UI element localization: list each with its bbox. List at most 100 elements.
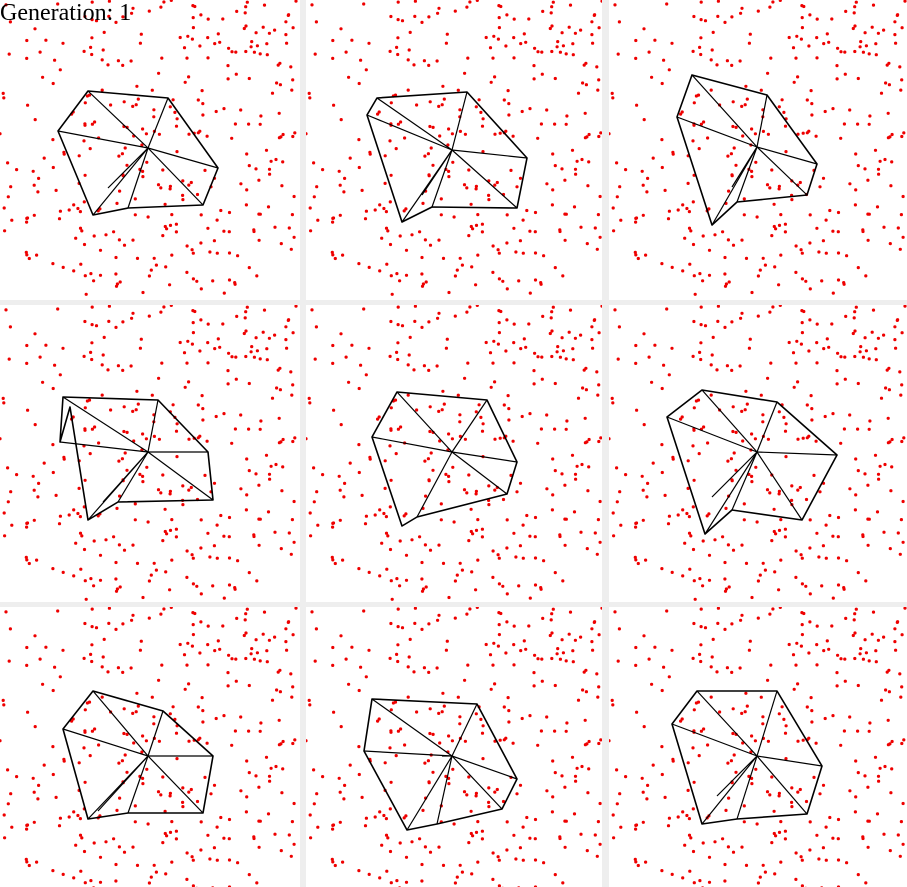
food-dot xyxy=(874,53,878,57)
food-dot xyxy=(681,810,685,814)
food-dot xyxy=(400,324,405,328)
food-dot xyxy=(807,349,811,353)
food-dot xyxy=(611,813,615,817)
food-dot xyxy=(899,213,903,217)
food-dot xyxy=(117,761,121,765)
food-dot xyxy=(740,711,744,715)
food-dot xyxy=(888,849,892,853)
food-dot xyxy=(396,323,400,327)
food-dot xyxy=(384,817,388,821)
food-dot xyxy=(441,561,446,565)
food-dot xyxy=(138,346,142,350)
food-dot xyxy=(821,783,826,787)
food-dot xyxy=(756,274,760,278)
world-panel-7 xyxy=(0,607,300,887)
food-dot xyxy=(404,553,409,557)
food-dot xyxy=(495,180,499,185)
food-dot xyxy=(250,40,254,44)
food-dot xyxy=(563,178,567,182)
food-dot xyxy=(545,108,549,112)
food-dot xyxy=(487,198,491,202)
food-dot xyxy=(360,188,364,192)
food-dot xyxy=(584,668,588,672)
food-dot xyxy=(617,20,621,24)
food-dot xyxy=(367,648,371,652)
food-dot xyxy=(164,872,168,876)
food-dot xyxy=(291,78,295,82)
food-dot xyxy=(181,193,185,197)
food-dot xyxy=(481,150,485,154)
food-dot xyxy=(800,611,804,615)
food-dot xyxy=(199,241,203,245)
food-dot xyxy=(595,247,599,251)
food-dot xyxy=(667,675,671,679)
food-dot xyxy=(533,653,537,657)
food-dot xyxy=(2,813,6,817)
food-dot xyxy=(488,351,493,355)
food-dot xyxy=(759,88,763,92)
food-dot xyxy=(133,197,137,201)
food-dot xyxy=(357,138,361,142)
food-dot xyxy=(174,837,178,841)
food-dot xyxy=(24,555,28,559)
food-dot xyxy=(440,710,444,714)
food-dot xyxy=(791,351,796,355)
food-dot xyxy=(839,743,843,747)
food-dot xyxy=(51,470,55,475)
food-dot xyxy=(502,98,506,102)
food-dot xyxy=(83,780,87,784)
food-dot xyxy=(618,490,622,494)
food-dot xyxy=(777,187,781,191)
food-dot xyxy=(497,884,501,887)
food-dot xyxy=(713,538,717,542)
food-dot xyxy=(887,668,891,672)
food-dot xyxy=(877,172,881,176)
food-dot xyxy=(413,0,417,3)
food-dot xyxy=(783,731,788,735)
food-dot xyxy=(294,607,298,610)
food-dot xyxy=(36,190,40,194)
food-dot xyxy=(699,357,703,362)
food-dot xyxy=(784,724,788,728)
food-dot xyxy=(258,427,262,431)
food-dot xyxy=(755,822,759,826)
food-dot xyxy=(496,248,500,252)
food-dot xyxy=(521,218,525,222)
food-dot xyxy=(754,767,758,771)
food-dot xyxy=(861,835,865,839)
food-dot xyxy=(439,197,443,201)
food-dot xyxy=(168,489,172,493)
food-dot xyxy=(82,139,86,143)
food-dot xyxy=(398,279,402,283)
food-dot xyxy=(219,815,223,820)
food-dot xyxy=(90,659,94,664)
food-dot xyxy=(635,103,639,107)
food-dot xyxy=(90,36,94,40)
food-dot xyxy=(561,651,565,655)
food-dot xyxy=(723,325,727,329)
food-dot xyxy=(691,849,696,854)
food-dot xyxy=(178,642,182,647)
food-dot xyxy=(244,354,248,359)
food-dot xyxy=(842,122,846,126)
food-dot xyxy=(818,185,822,189)
food-dot xyxy=(423,845,427,849)
food-dot xyxy=(861,533,865,537)
food-dot xyxy=(206,361,210,365)
food-dot xyxy=(10,825,14,829)
food-dot xyxy=(190,342,194,346)
food-dot xyxy=(808,546,812,550)
food-dot xyxy=(254,472,258,476)
food-dot xyxy=(437,409,441,413)
food-dot xyxy=(830,624,834,628)
food-dot xyxy=(868,721,872,725)
food-dot xyxy=(540,679,544,683)
food-dot xyxy=(660,138,664,142)
food-dot xyxy=(427,781,431,785)
food-dot xyxy=(265,347,269,351)
food-dot xyxy=(120,152,124,156)
generation-label: Generation: 1 xyxy=(0,0,132,26)
food-dot xyxy=(773,872,777,876)
food-dot xyxy=(815,36,819,40)
food-dot xyxy=(274,764,278,769)
